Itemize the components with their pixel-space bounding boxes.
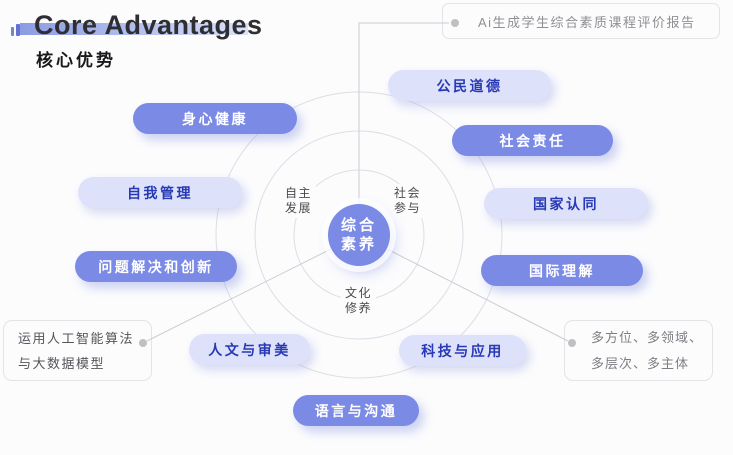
callout-multi-dimension-line2: 多层次、多主体 xyxy=(591,355,690,371)
callout-multi-dimension: 多方位、多领域、 多层次、多主体 xyxy=(564,320,713,381)
sector-label-social-participation: 社会 参与 xyxy=(390,184,426,218)
callout-multi-dimension-line1: 多方位、多领域、 xyxy=(591,329,704,345)
right-connector-dot xyxy=(568,339,576,347)
pill-self-management: 自我管理 xyxy=(78,177,242,208)
top-connector-dot xyxy=(451,19,459,27)
top-connector-line xyxy=(358,22,449,204)
title-accent-bars-icon xyxy=(11,24,20,36)
callout-ai-algorithm: 运用人工智能算法 与大数据模型 xyxy=(3,320,152,381)
lower-right-connector-line xyxy=(384,247,569,342)
page-subtitle: 核心优势 xyxy=(36,51,116,70)
callout-ai-algorithm-line1: 运用人工智能算法 xyxy=(18,330,135,346)
center-node-comprehensive-literacy: 综合 素养 xyxy=(328,204,390,266)
callout-ai-report-text: Ai生成学生综合素质课程评价报告 xyxy=(478,14,696,30)
pill-physical-mental-health: 身心健康 xyxy=(133,103,297,134)
sector-label-self-development: 自主 发展 xyxy=(281,184,317,218)
callout-ai-report: Ai生成学生综合素质课程评价报告 xyxy=(442,3,720,39)
page-title: Core Advantages xyxy=(34,10,263,40)
left-connector-dot xyxy=(139,339,147,347)
pill-civic-morality: 公民道德 xyxy=(388,70,551,101)
pill-social-responsibility: 社会责任 xyxy=(452,125,613,156)
pill-problem-solving-innovation: 问题解决和创新 xyxy=(75,251,237,282)
pill-language-communication: 语言与沟通 xyxy=(293,395,419,426)
callout-ai-algorithm-line2: 与大数据模型 xyxy=(18,355,106,371)
pill-humanities-aesthetics: 人文与审美 xyxy=(189,334,310,365)
pill-national-identity: 国家认同 xyxy=(484,188,648,219)
sector-label-cultural-cultivation: 文化 修养 xyxy=(341,284,377,318)
lower-left-connector-line xyxy=(146,247,334,342)
title-highlight-bar xyxy=(20,23,248,35)
pill-international-understanding: 国际理解 xyxy=(481,255,643,286)
pill-technology-application: 科技与应用 xyxy=(399,335,526,366)
